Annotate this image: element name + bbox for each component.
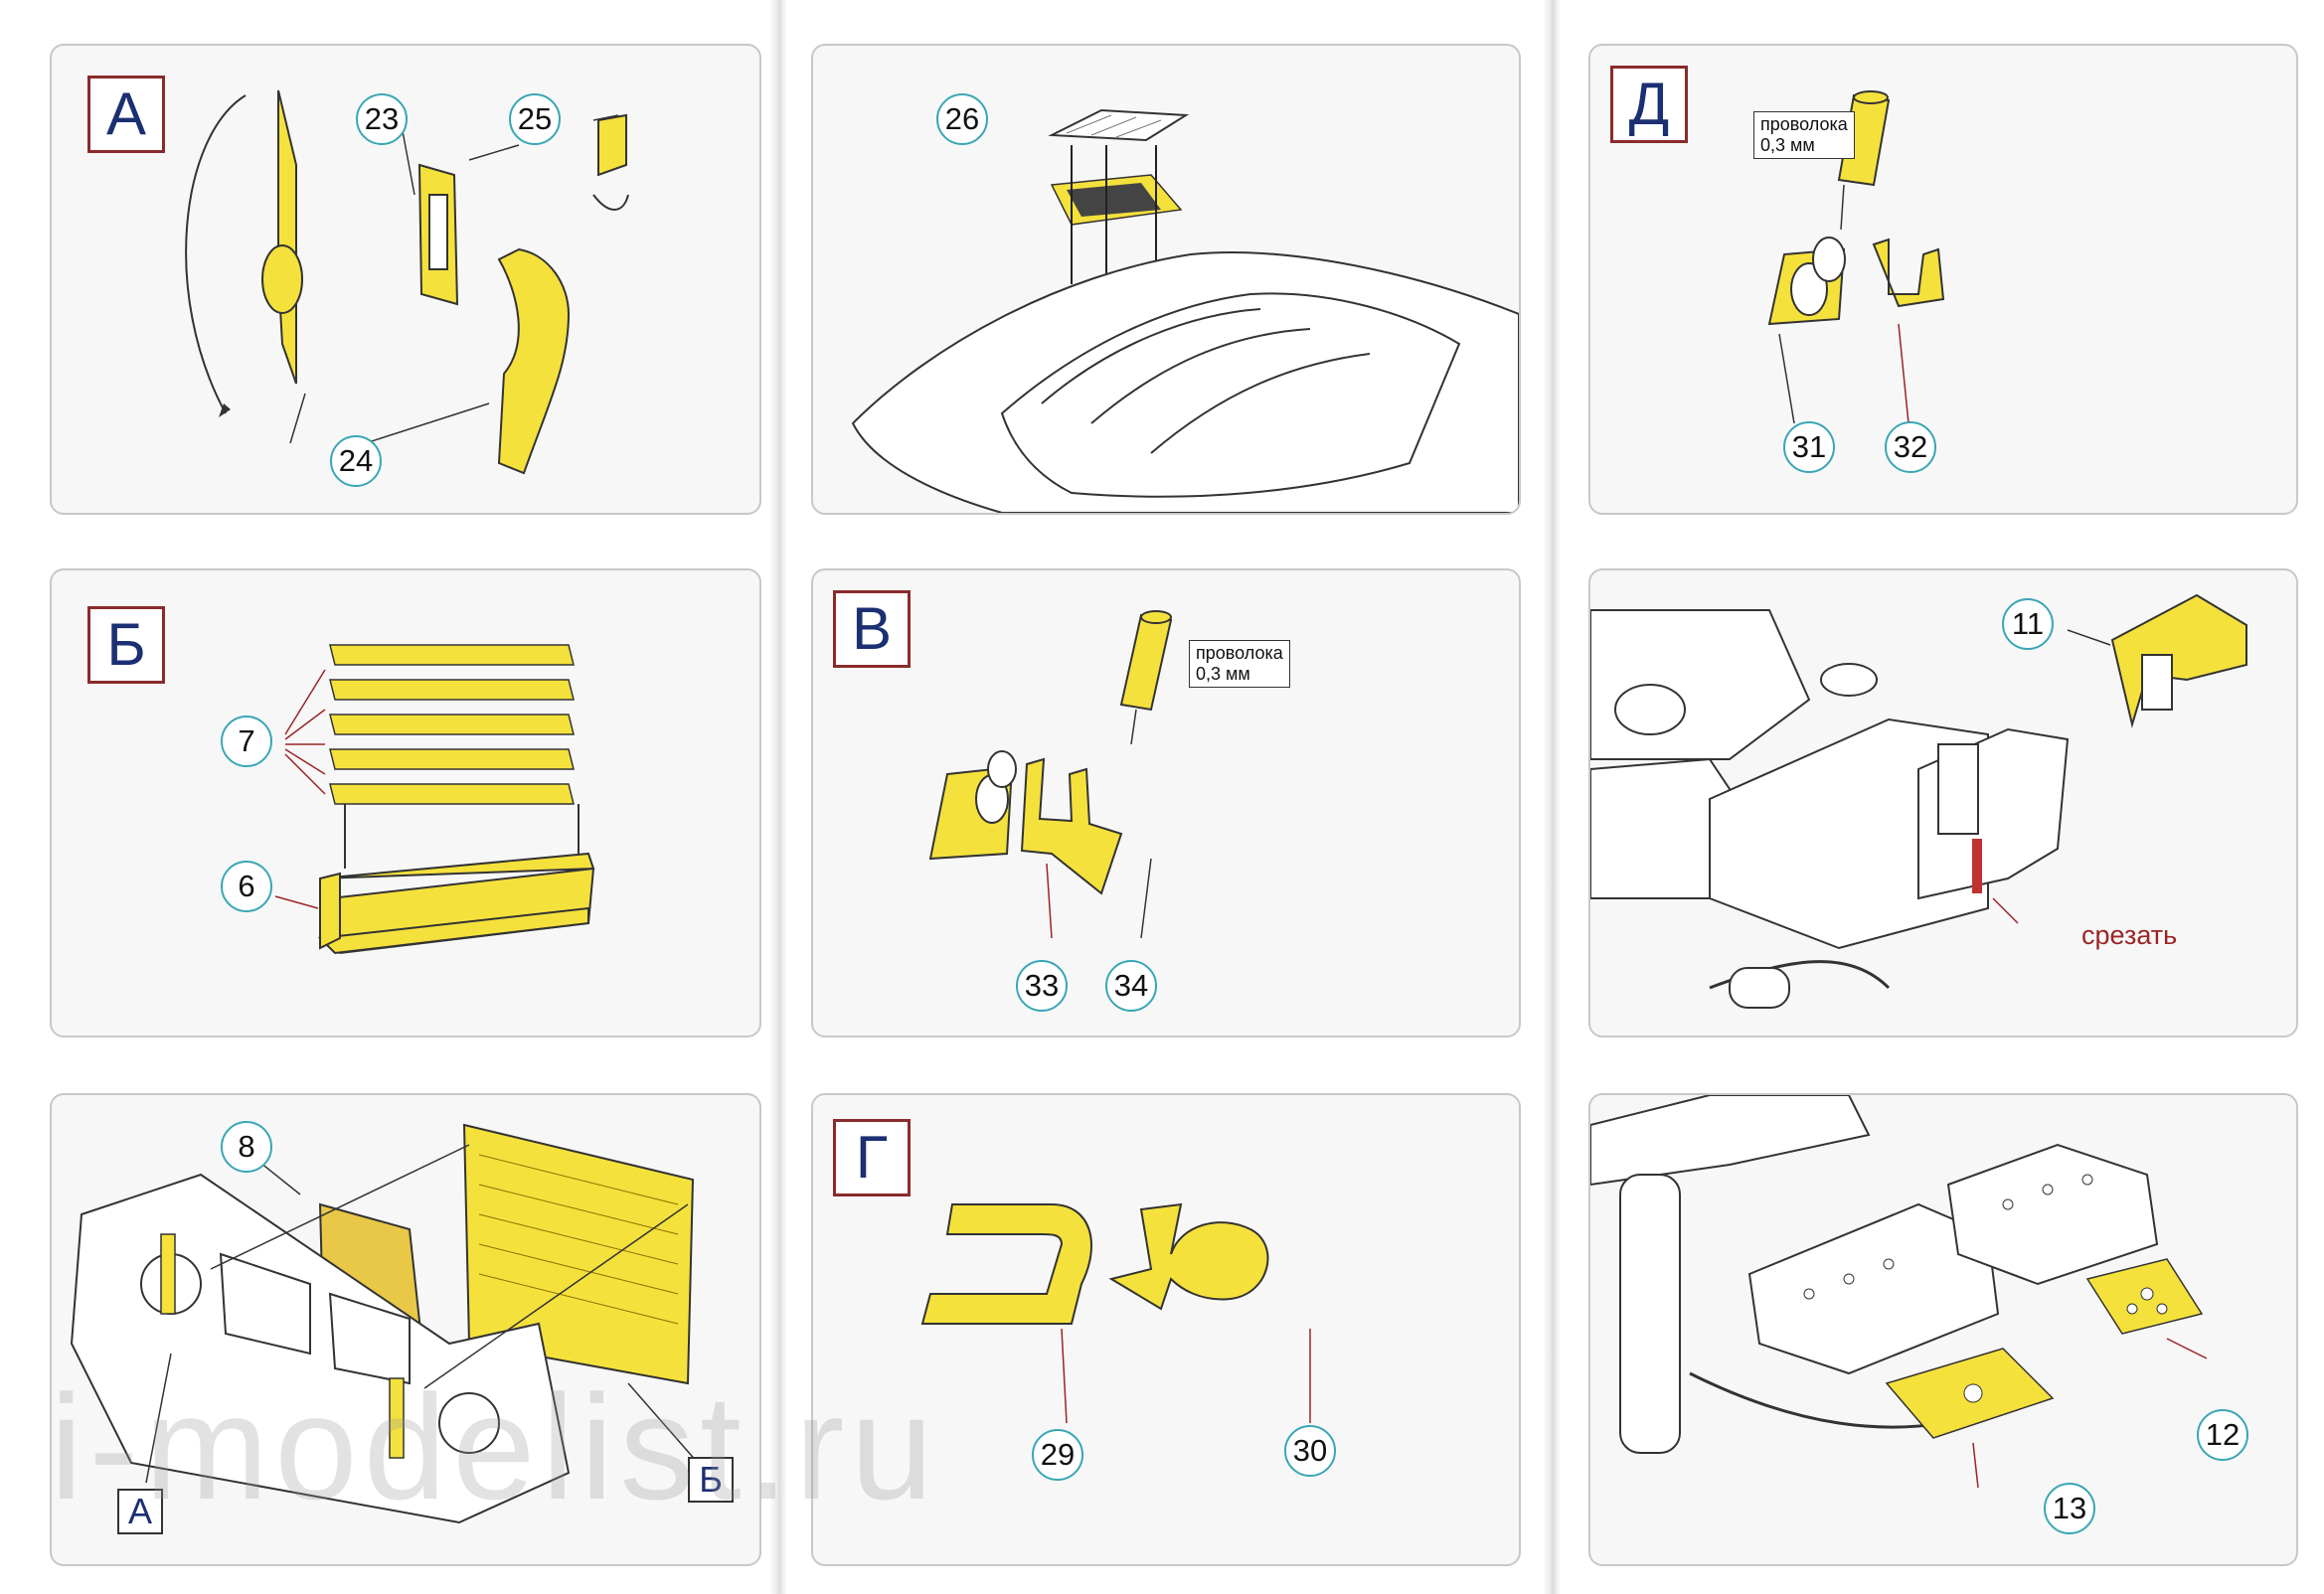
panel-g: Г 29 30: [811, 1093, 1521, 1566]
cut-label: срезать: [2081, 920, 2178, 950]
callout-34: 34: [1105, 960, 1157, 1012]
callout-25: 25: [509, 93, 561, 145]
panel-v: В проволока 0,3 мм 33 34: [811, 568, 1521, 1037]
callout-7: 7: [221, 716, 272, 767]
panel-hook: 11 срезать: [1588, 568, 2298, 1037]
callout-12: 12: [2197, 1409, 2248, 1461]
callout-6: 6: [221, 861, 272, 912]
callout-26: 26: [936, 93, 988, 145]
callout-32: 32: [1885, 421, 1936, 473]
panel-hook-drawing: [1590, 593, 2247, 1009]
panel-v-drawing: [928, 610, 1173, 939]
panel-battery: 12 13: [1588, 1093, 2298, 1566]
wire-note-v-line2: 0,3 мм: [1196, 664, 1250, 684]
panel-b: Б 7 6: [50, 568, 761, 1037]
wire-note-v: проволока 0,3 мм: [1189, 640, 1290, 688]
panel-hood: 26: [811, 44, 1521, 515]
grille-label-b: Б: [688, 1457, 734, 1503]
callout-33: 33: [1016, 960, 1068, 1012]
panel-d-drawing: [1767, 90, 1945, 424]
panel-a: А 23 25 24: [50, 44, 761, 515]
wire-note-d-line2: 0,3 мм: [1760, 135, 1815, 155]
wire-note-d-line1: проволока: [1760, 114, 1848, 134]
watermark: i-modelist.ru: [50, 1363, 939, 1530]
callout-31: 31: [1783, 421, 1835, 473]
panel-grille-drawing: [70, 1123, 699, 1524]
panel-b-drawing: [274, 644, 595, 955]
callout-30: 30: [1284, 1425, 1336, 1477]
wire-note-d: проволока 0,3 мм: [1753, 111, 1855, 159]
panel-g-drawing: [920, 1202, 1311, 1424]
section-letter-d: Д: [1610, 66, 1688, 143]
fold-line-left: [769, 0, 787, 1594]
panel-a-drawing: [185, 89, 629, 475]
callout-23: 23: [356, 93, 408, 145]
callout-8: 8: [221, 1121, 272, 1173]
fold-line-right: [1543, 0, 1561, 1594]
callout-13: 13: [2044, 1483, 2095, 1534]
section-letter-b: Б: [87, 606, 165, 684]
panel-hood-drawing: [851, 108, 1519, 513]
panel-grille: 8 А Б: [50, 1093, 761, 1566]
panel-d: Д проволока 0,3 мм 31 32: [1588, 44, 2298, 515]
wire-note-v-line1: проволока: [1196, 643, 1283, 663]
callout-11: 11: [2002, 598, 2054, 650]
section-letter-g: Г: [833, 1119, 911, 1196]
panel-battery-drawing: [1590, 1095, 2208, 1489]
section-letter-a: А: [87, 76, 165, 153]
section-letter-v: В: [833, 590, 911, 668]
callout-24: 24: [330, 435, 382, 487]
grille-label-a: А: [117, 1489, 163, 1534]
callout-29: 29: [1032, 1429, 1083, 1481]
